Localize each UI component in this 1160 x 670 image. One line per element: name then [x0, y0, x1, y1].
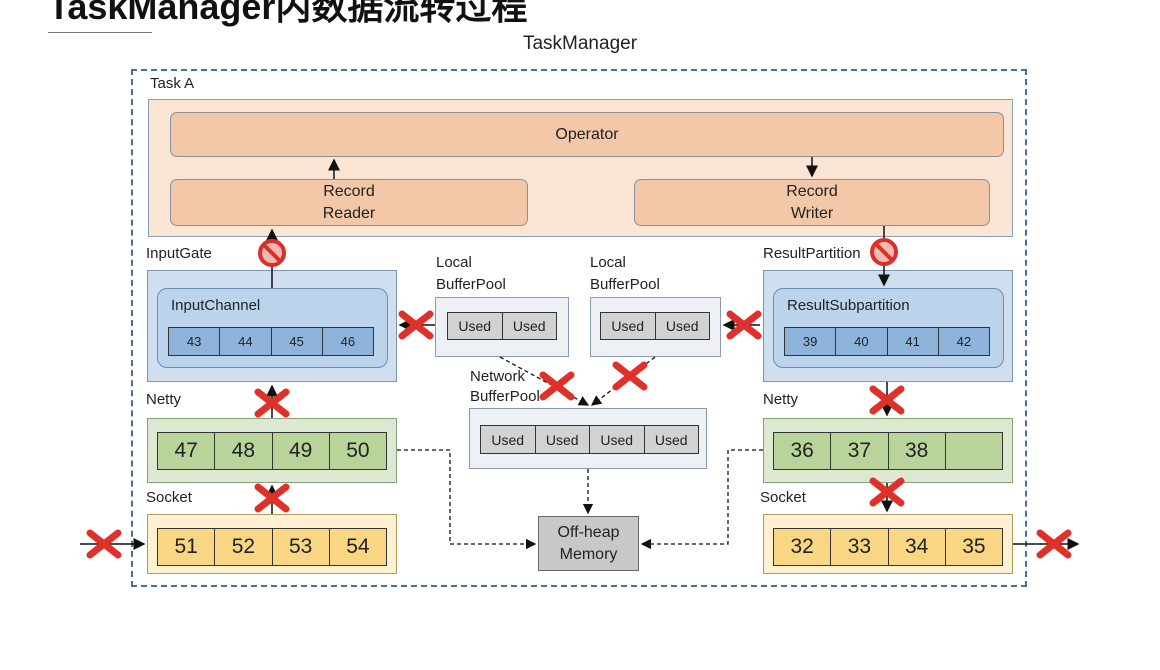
- buffer-cell: Used: [481, 426, 536, 453]
- operator-box: Operator: [170, 112, 1004, 157]
- buffer-cell: 36: [774, 433, 832, 469]
- buffer-cell: 44: [220, 328, 272, 355]
- buffer-cell: 34: [888, 529, 946, 565]
- no-entry-icon: [258, 239, 286, 267]
- local-pool-left-buffers: Used Used: [447, 312, 557, 340]
- red-x-icon: [616, 365, 644, 387]
- offheap-line1: Off-heap: [557, 523, 620, 541]
- record-writer-line2: Writer: [790, 204, 834, 222]
- buffer-cell: 38: [888, 433, 946, 469]
- buffer-cell: 43: [169, 328, 221, 355]
- record-reader-line1: Record: [323, 182, 375, 200]
- buffer-cell: 32: [774, 529, 832, 565]
- buffer-cell: Used: [655, 313, 709, 339]
- page-title: TaskManager内数据流转过程: [48, 0, 528, 27]
- taskmanager-label: TaskManager: [522, 33, 638, 54]
- result-subpartition-label: ResultSubpartition: [787, 297, 910, 314]
- buffer-cell: 49: [272, 433, 330, 469]
- taskmanager-frame: [131, 69, 1027, 587]
- record-reader-line2: Reader: [322, 204, 376, 222]
- netty-right-buffers: 36 37 38: [773, 432, 1003, 470]
- buffer-cell: [945, 433, 1002, 469]
- buffer-cell: Used: [601, 313, 656, 339]
- localpool-left-to-network-arrow: [499, 356, 590, 406]
- network-pool-buffers: Used Used Used Used: [480, 425, 699, 454]
- red-x-icon: [543, 375, 571, 397]
- local-pool-right-buffers: Used Used: [600, 312, 710, 340]
- buffer-cell: 42: [938, 328, 989, 355]
- localpool-right-to-network-arrow: [590, 356, 656, 406]
- result-partition-label: ResultPartition: [763, 245, 861, 262]
- offheap-line2: Memory: [559, 545, 618, 563]
- buffer-cell: 41: [887, 328, 939, 355]
- buffer-cell: 52: [215, 529, 273, 565]
- buffer-cell: 53: [272, 529, 330, 565]
- result-subpartition-buffers: 39 40 41 42: [784, 327, 990, 356]
- record-writer-box: Record Writer: [634, 179, 990, 226]
- record-reader-box: Record Reader: [170, 179, 528, 226]
- buffer-cell: Used: [590, 426, 645, 453]
- netty-left-label: Netty: [146, 391, 182, 408]
- socket-right-label: Socket: [760, 489, 806, 506]
- task-label: Task A: [150, 75, 195, 92]
- operator-label: Operator: [555, 125, 619, 143]
- buffer-cell: 35: [945, 529, 1002, 565]
- netty-left-to-offheap-arrow: [397, 449, 537, 550]
- input-gate-label: InputGate: [146, 245, 212, 262]
- buffer-cell: 33: [831, 529, 889, 565]
- netty-right-to-offheap-arrow: [640, 449, 763, 550]
- netty-right-label: Netty: [763, 391, 799, 408]
- input-channel-label: InputChannel: [171, 297, 261, 314]
- buffer-cell: 40: [836, 328, 888, 355]
- input-channel-buffers: 43 44 45 46: [168, 327, 374, 356]
- buffer-cell: 46: [322, 328, 373, 355]
- no-entry-icon: [870, 238, 898, 266]
- offheap-memory-box: Off-heap Memory: [538, 516, 639, 571]
- buffer-cell: Used: [502, 313, 556, 339]
- local-pool-left-label-2: BufferPool: [436, 276, 506, 293]
- buffer-cell: Used: [535, 426, 590, 453]
- buffer-cell: 47: [158, 433, 216, 469]
- socket-right-buffers: 32 33 34 35: [773, 528, 1003, 566]
- buffer-cell: 51: [158, 529, 216, 565]
- socket-left-buffers: 51 52 53 54: [157, 528, 387, 566]
- network-pool-label-2: BufferPool: [470, 388, 540, 405]
- buffer-cell: 54: [329, 529, 386, 565]
- local-pool-right-label-1: Local: [590, 254, 626, 271]
- title-underline: [48, 32, 152, 33]
- socket-left-label: Socket: [146, 489, 192, 506]
- buffer-cell: Used: [448, 313, 503, 339]
- network-pool-label-1: Network: [470, 368, 526, 385]
- local-pool-right-label-2: BufferPool: [590, 276, 660, 293]
- buffer-cell: 39: [785, 328, 837, 355]
- buffer-cell: 48: [215, 433, 273, 469]
- buffer-cell: Used: [644, 426, 698, 453]
- buffer-cell: 50: [329, 433, 386, 469]
- record-writer-line1: Record: [786, 182, 838, 200]
- netty-left-buffers: 47 48 49 50: [157, 432, 387, 470]
- local-pool-left-label-1: Local: [436, 254, 472, 271]
- buffer-cell: 45: [271, 328, 323, 355]
- buffer-cell: 37: [831, 433, 889, 469]
